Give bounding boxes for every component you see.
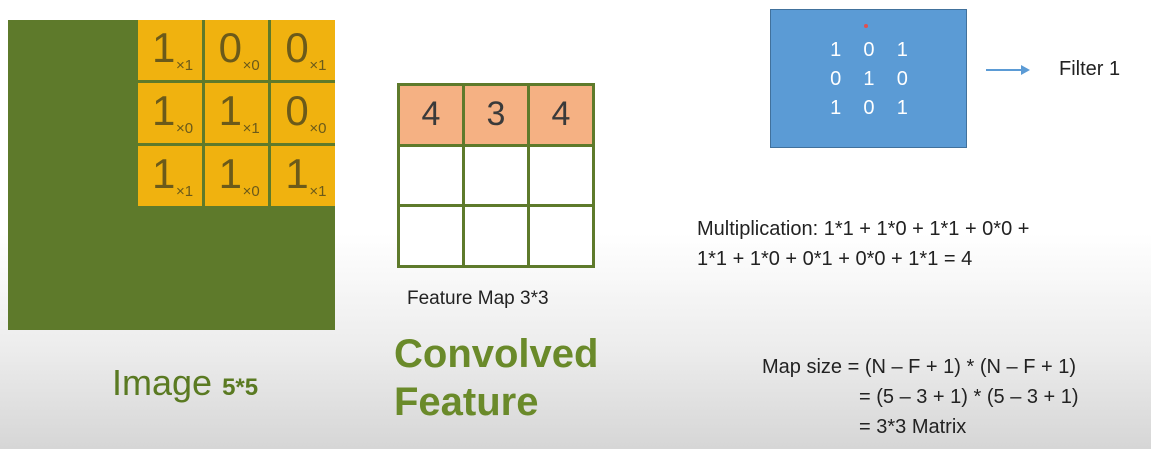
map-size-line: Map size = (N – F + 1) * (N – F + 1) (762, 356, 1076, 378)
multiplication-text: Multiplication: 1*1 + 1*0 + 1*1 + 0*0 + … (697, 214, 1029, 274)
convolved-label-line: Feature (394, 380, 539, 424)
convolved-feature-label: Convolved Feature (394, 330, 598, 426)
kernel-value: 1 (285, 150, 309, 197)
kernel-cell: 0×0 (204, 20, 269, 80)
image-label-text: Image (112, 362, 213, 403)
convolved-label-line: Convolved (394, 332, 599, 376)
kernel-weight: ×1 (309, 183, 327, 200)
kernel-value: 1 (218, 150, 243, 197)
feature-cell-empty (400, 207, 462, 265)
kernel-weight: ×0 (176, 120, 194, 137)
filter-value: 1 (896, 39, 908, 61)
feature-cell: 3 (465, 86, 527, 144)
filter-value: 0 (830, 68, 842, 90)
kernel-cell: 1×0 (204, 146, 269, 206)
kernel-value: 1 (152, 24, 176, 71)
kernel-cell: 1×1 (138, 146, 202, 206)
filter-label: Filter 1 (1059, 58, 1121, 80)
kernel-value: 0 (285, 24, 309, 71)
kernel-weight: ×1 (242, 120, 260, 137)
feature-cell: 4 (530, 86, 592, 144)
filter-value: 1 (830, 39, 842, 61)
map-size-line: = 3*3 Matrix (859, 416, 967, 438)
kernel-window: 1×1 0×0 0×1 1×0 1×1 0×0 1×1 1×0 1×1 (138, 20, 335, 206)
kernel-weight: ×0 (242, 57, 260, 74)
filter-value: 0 (863, 39, 875, 61)
arrow-right-icon (986, 65, 1030, 75)
image-size: 5*5 (222, 374, 259, 401)
kernel-weight: ×1 (309, 57, 327, 74)
map-size-line: = (5 – 3 + 1) * (5 – 3 + 1) (859, 386, 1079, 408)
filter-value: 1 (863, 68, 875, 90)
kernel-cell: 1×1 (138, 20, 202, 80)
feature-map-grid: 4 3 4 (397, 83, 595, 268)
kernel-value: 1 (152, 150, 176, 197)
kernel-value: 0 (218, 24, 243, 71)
kernel-cell: 1×0 (138, 83, 202, 143)
feature-cell-empty (465, 146, 527, 205)
kernel-weight: ×1 (176, 57, 194, 74)
filter-value: 1 (896, 97, 908, 119)
kernel-cell: 1×1 (204, 83, 269, 143)
kernel-cell: 1×1 (271, 146, 335, 206)
image-label: Image 5*5 (112, 362, 258, 404)
filter-grid: 1 0 1 0 1 0 1 0 1 (819, 37, 919, 122)
dot-marker (864, 24, 868, 28)
feature-cell-empty (400, 146, 462, 205)
kernel-weight: ×0 (242, 183, 260, 200)
filter-box: 1 0 1 0 1 0 1 0 1 (770, 9, 967, 148)
filter-value: 0 (863, 97, 875, 119)
feature-cell: 4 (400, 86, 462, 144)
kernel-value: 1 (152, 87, 176, 134)
feature-cell-empty (465, 207, 527, 265)
kernel-weight: ×0 (309, 120, 327, 137)
kernel-value: 1 (218, 87, 243, 134)
kernel-value: 0 (285, 87, 309, 134)
map-size-text: Map size = (N – F + 1) * (N – F + 1) = (… (762, 352, 1079, 442)
kernel-weight: ×1 (176, 183, 194, 200)
filter-value: 1 (830, 97, 842, 119)
multiplication-line: Multiplication: 1*1 + 1*0 + 1*1 + 0*0 + (697, 218, 1030, 240)
kernel-cell: 0×1 (271, 20, 335, 80)
feature-cell-empty (530, 207, 592, 265)
kernel-cell: 0×0 (271, 83, 335, 143)
filter-value: 0 (896, 68, 908, 90)
feature-map-caption: Feature Map 3*3 (407, 288, 549, 309)
feature-cell-empty (530, 146, 592, 205)
multiplication-line: 1*1 + 1*0 + 0*1 + 0*0 + 1*1 = 4 (697, 248, 973, 270)
